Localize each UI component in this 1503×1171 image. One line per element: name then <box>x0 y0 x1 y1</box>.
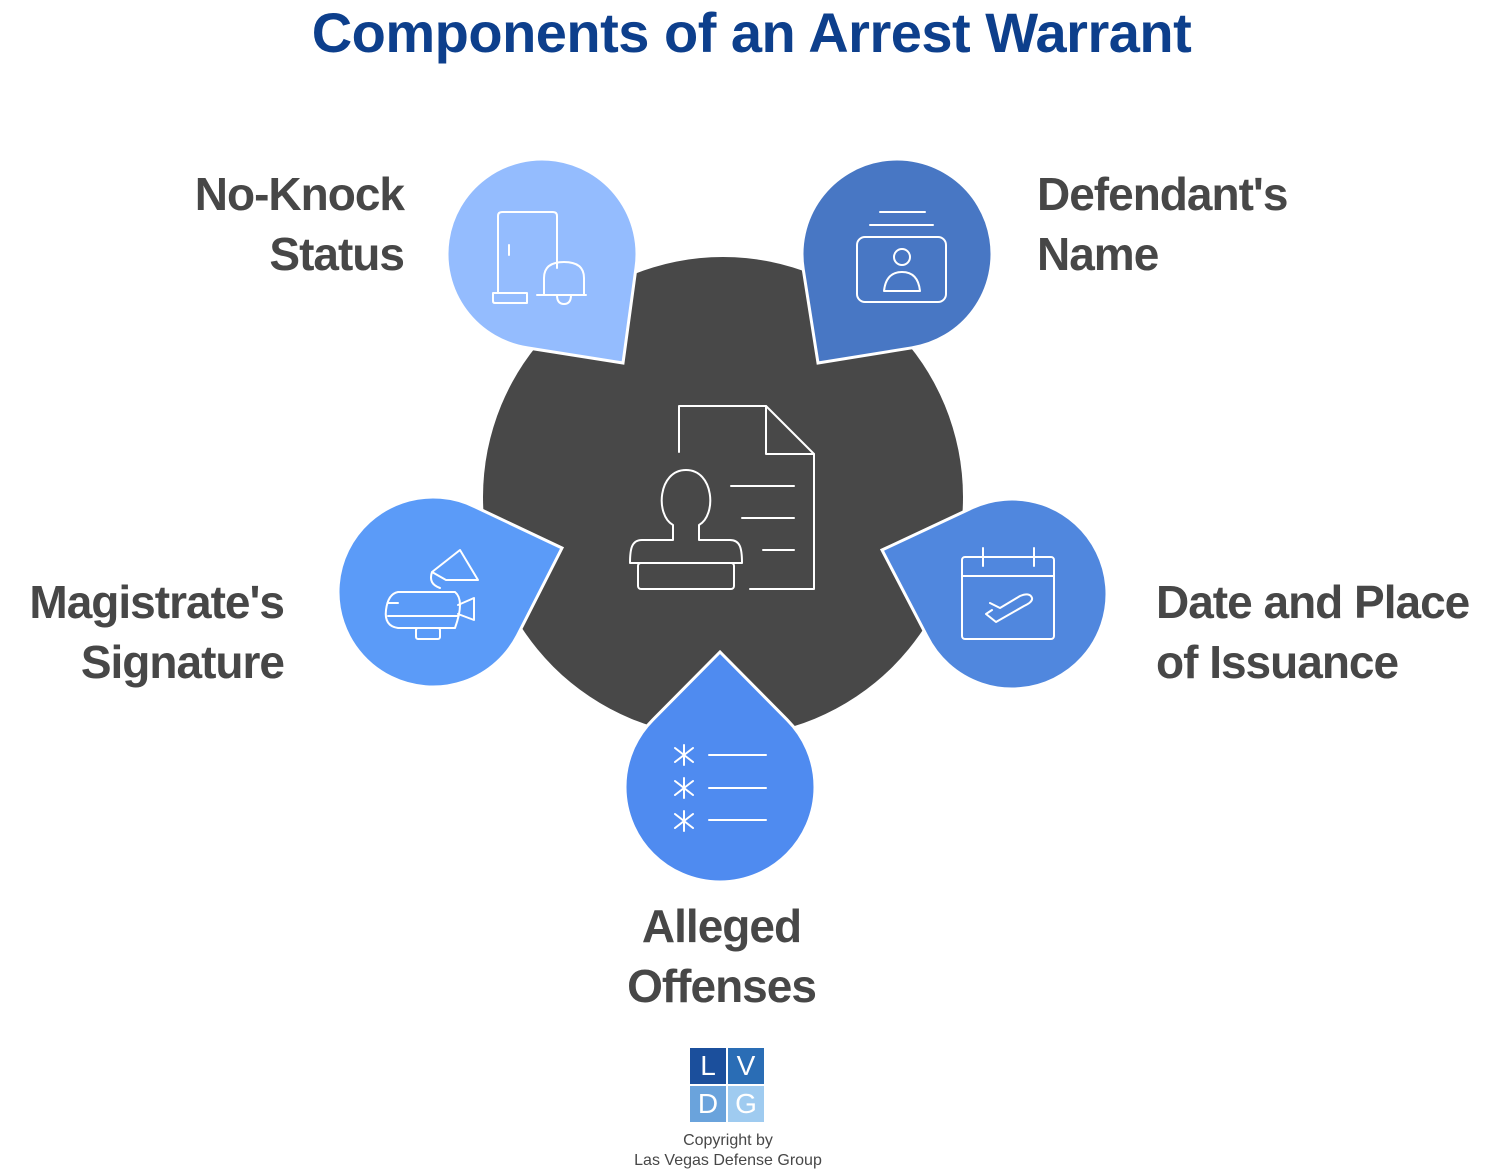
label-line: Status <box>269 228 405 280</box>
label-line: Alleged <box>641 900 802 952</box>
lvdg-logo: L V D G <box>690 1048 766 1124</box>
label-line: Name <box>1037 228 1159 280</box>
teardrop-id-card <box>800 157 994 365</box>
label-date-and-place: Date and Place of Issuance <box>1156 572 1470 692</box>
calendar-plane-icon <box>961 547 1055 640</box>
teardrop-asterisk-list <box>623 649 817 884</box>
label-magistrates-signature: Magistrate's Signature <box>0 572 285 692</box>
asterisk-list-icon <box>674 744 767 832</box>
copyright-line-1: Copyright by <box>683 1132 773 1149</box>
center-circle <box>483 257 963 737</box>
label-line: Signature <box>80 636 285 688</box>
label-line: Defendant's <box>1037 168 1288 220</box>
page-title: Components of an Arrest Warrant <box>311 1 1192 64</box>
label-line: Date and Place <box>1156 576 1470 628</box>
label-defendants-name: Defendant's Name <box>1037 164 1288 284</box>
label-line: Magistrate's <box>29 576 285 628</box>
label-no-knock-status: No-Knock Status <box>100 164 405 284</box>
id-card-icon <box>856 211 947 303</box>
teardrop-calendar-plane <box>879 497 1109 691</box>
logo-letter: L <box>690 1048 726 1084</box>
megaphone-blimp-icon <box>384 549 479 640</box>
logo-letter: G <box>728 1086 764 1122</box>
logo-letter: D <box>690 1086 726 1122</box>
label-line: of Issuance <box>1156 636 1399 688</box>
label-line: Offenses <box>627 960 817 1012</box>
teardrop-door-bell <box>445 157 639 365</box>
logo-letter: V <box>728 1048 764 1084</box>
door-bell-icon <box>492 211 587 305</box>
document-stamp-icon <box>629 405 815 590</box>
label-alleged-offenses: Alleged Offenses <box>520 896 923 1016</box>
label-line: No-Knock <box>194 168 405 220</box>
copyright-line-2: Las Vegas Defense Group <box>634 1152 822 1169</box>
